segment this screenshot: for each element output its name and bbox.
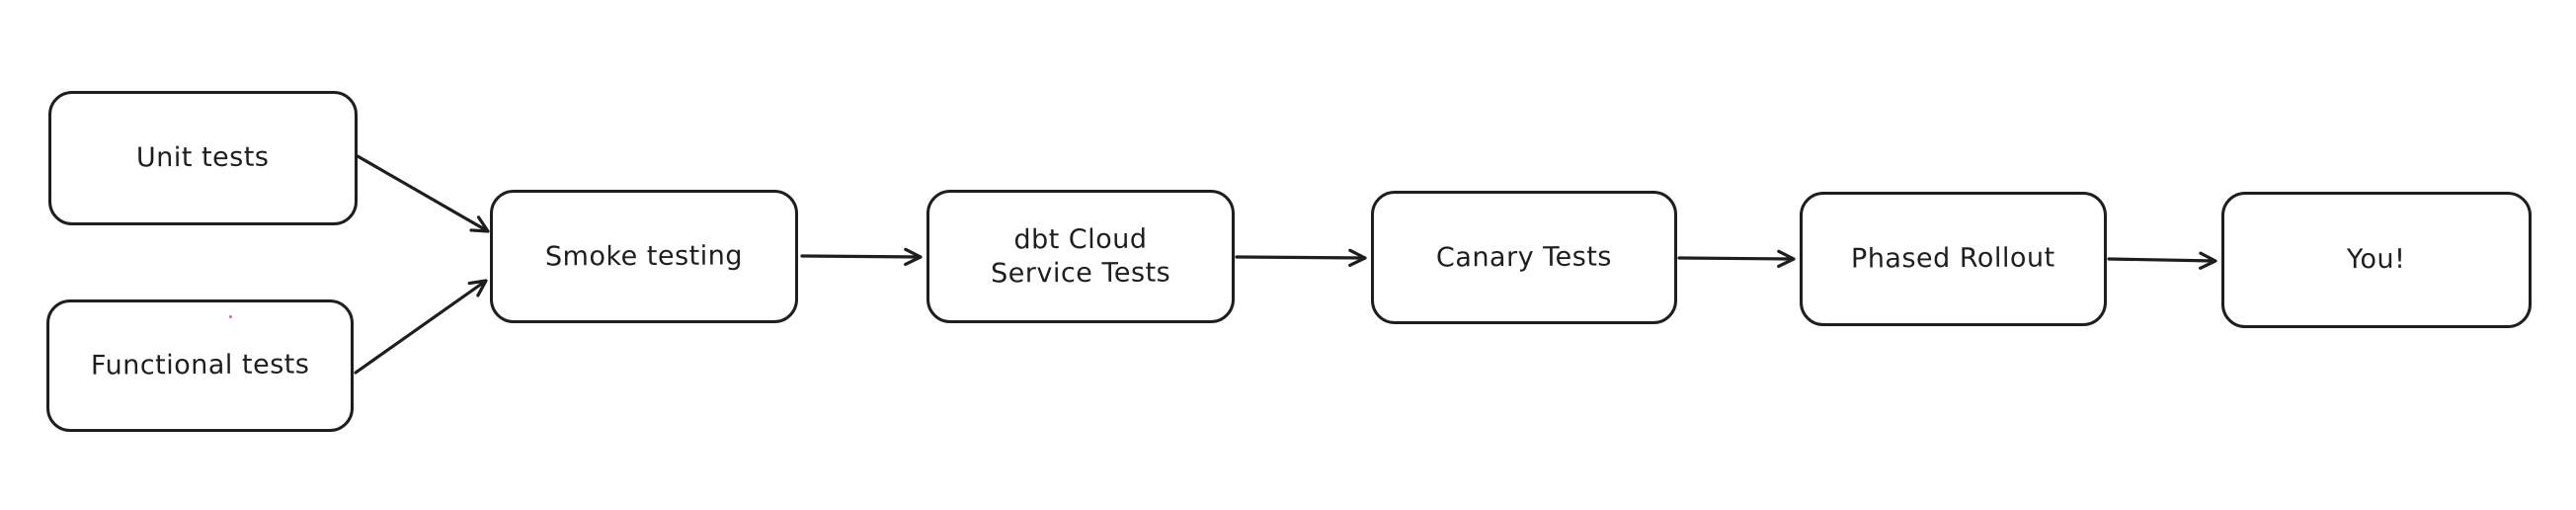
node-dbt-cloud-service-tests: dbt Cloud Service Tests xyxy=(926,190,1235,323)
arrow-phased-rollout-to-you xyxy=(2107,251,2217,270)
node-you: You! xyxy=(2221,192,2532,328)
arrow-functional-tests-to-smoke-testing xyxy=(354,279,488,375)
stray-red-dot xyxy=(229,315,232,318)
node-phased-rollout-label: Phased Rollout xyxy=(1851,242,2055,275)
node-dbt-cloud-service-tests-label: dbt Cloud Service Tests xyxy=(990,223,1171,289)
node-unit-tests: Unit tests xyxy=(48,91,358,225)
node-smoke-testing: Smoke testing xyxy=(490,190,798,323)
node-you-label: You! xyxy=(2347,243,2406,276)
node-canary-tests-label: Canary Tests xyxy=(1435,241,1613,273)
arrow-canary-tests-to-phased-rollout xyxy=(1677,249,1796,269)
node-functional-tests: Functional tests xyxy=(46,299,354,432)
arrow-dbt-cloud-to-canary-tests xyxy=(1235,248,1367,268)
arrow-smoke-testing-to-dbt-cloud xyxy=(800,247,923,267)
node-smoke-testing-label: Smoke testing xyxy=(544,239,744,273)
node-unit-tests-label: Unit tests xyxy=(136,141,270,174)
node-functional-tests-label: Functional tests xyxy=(90,349,310,382)
node-canary-tests: Canary Tests xyxy=(1371,191,1677,324)
node-phased-rollout: Phased Rollout xyxy=(1800,192,2107,326)
arrow-unit-tests-to-smoke-testing xyxy=(356,154,490,233)
